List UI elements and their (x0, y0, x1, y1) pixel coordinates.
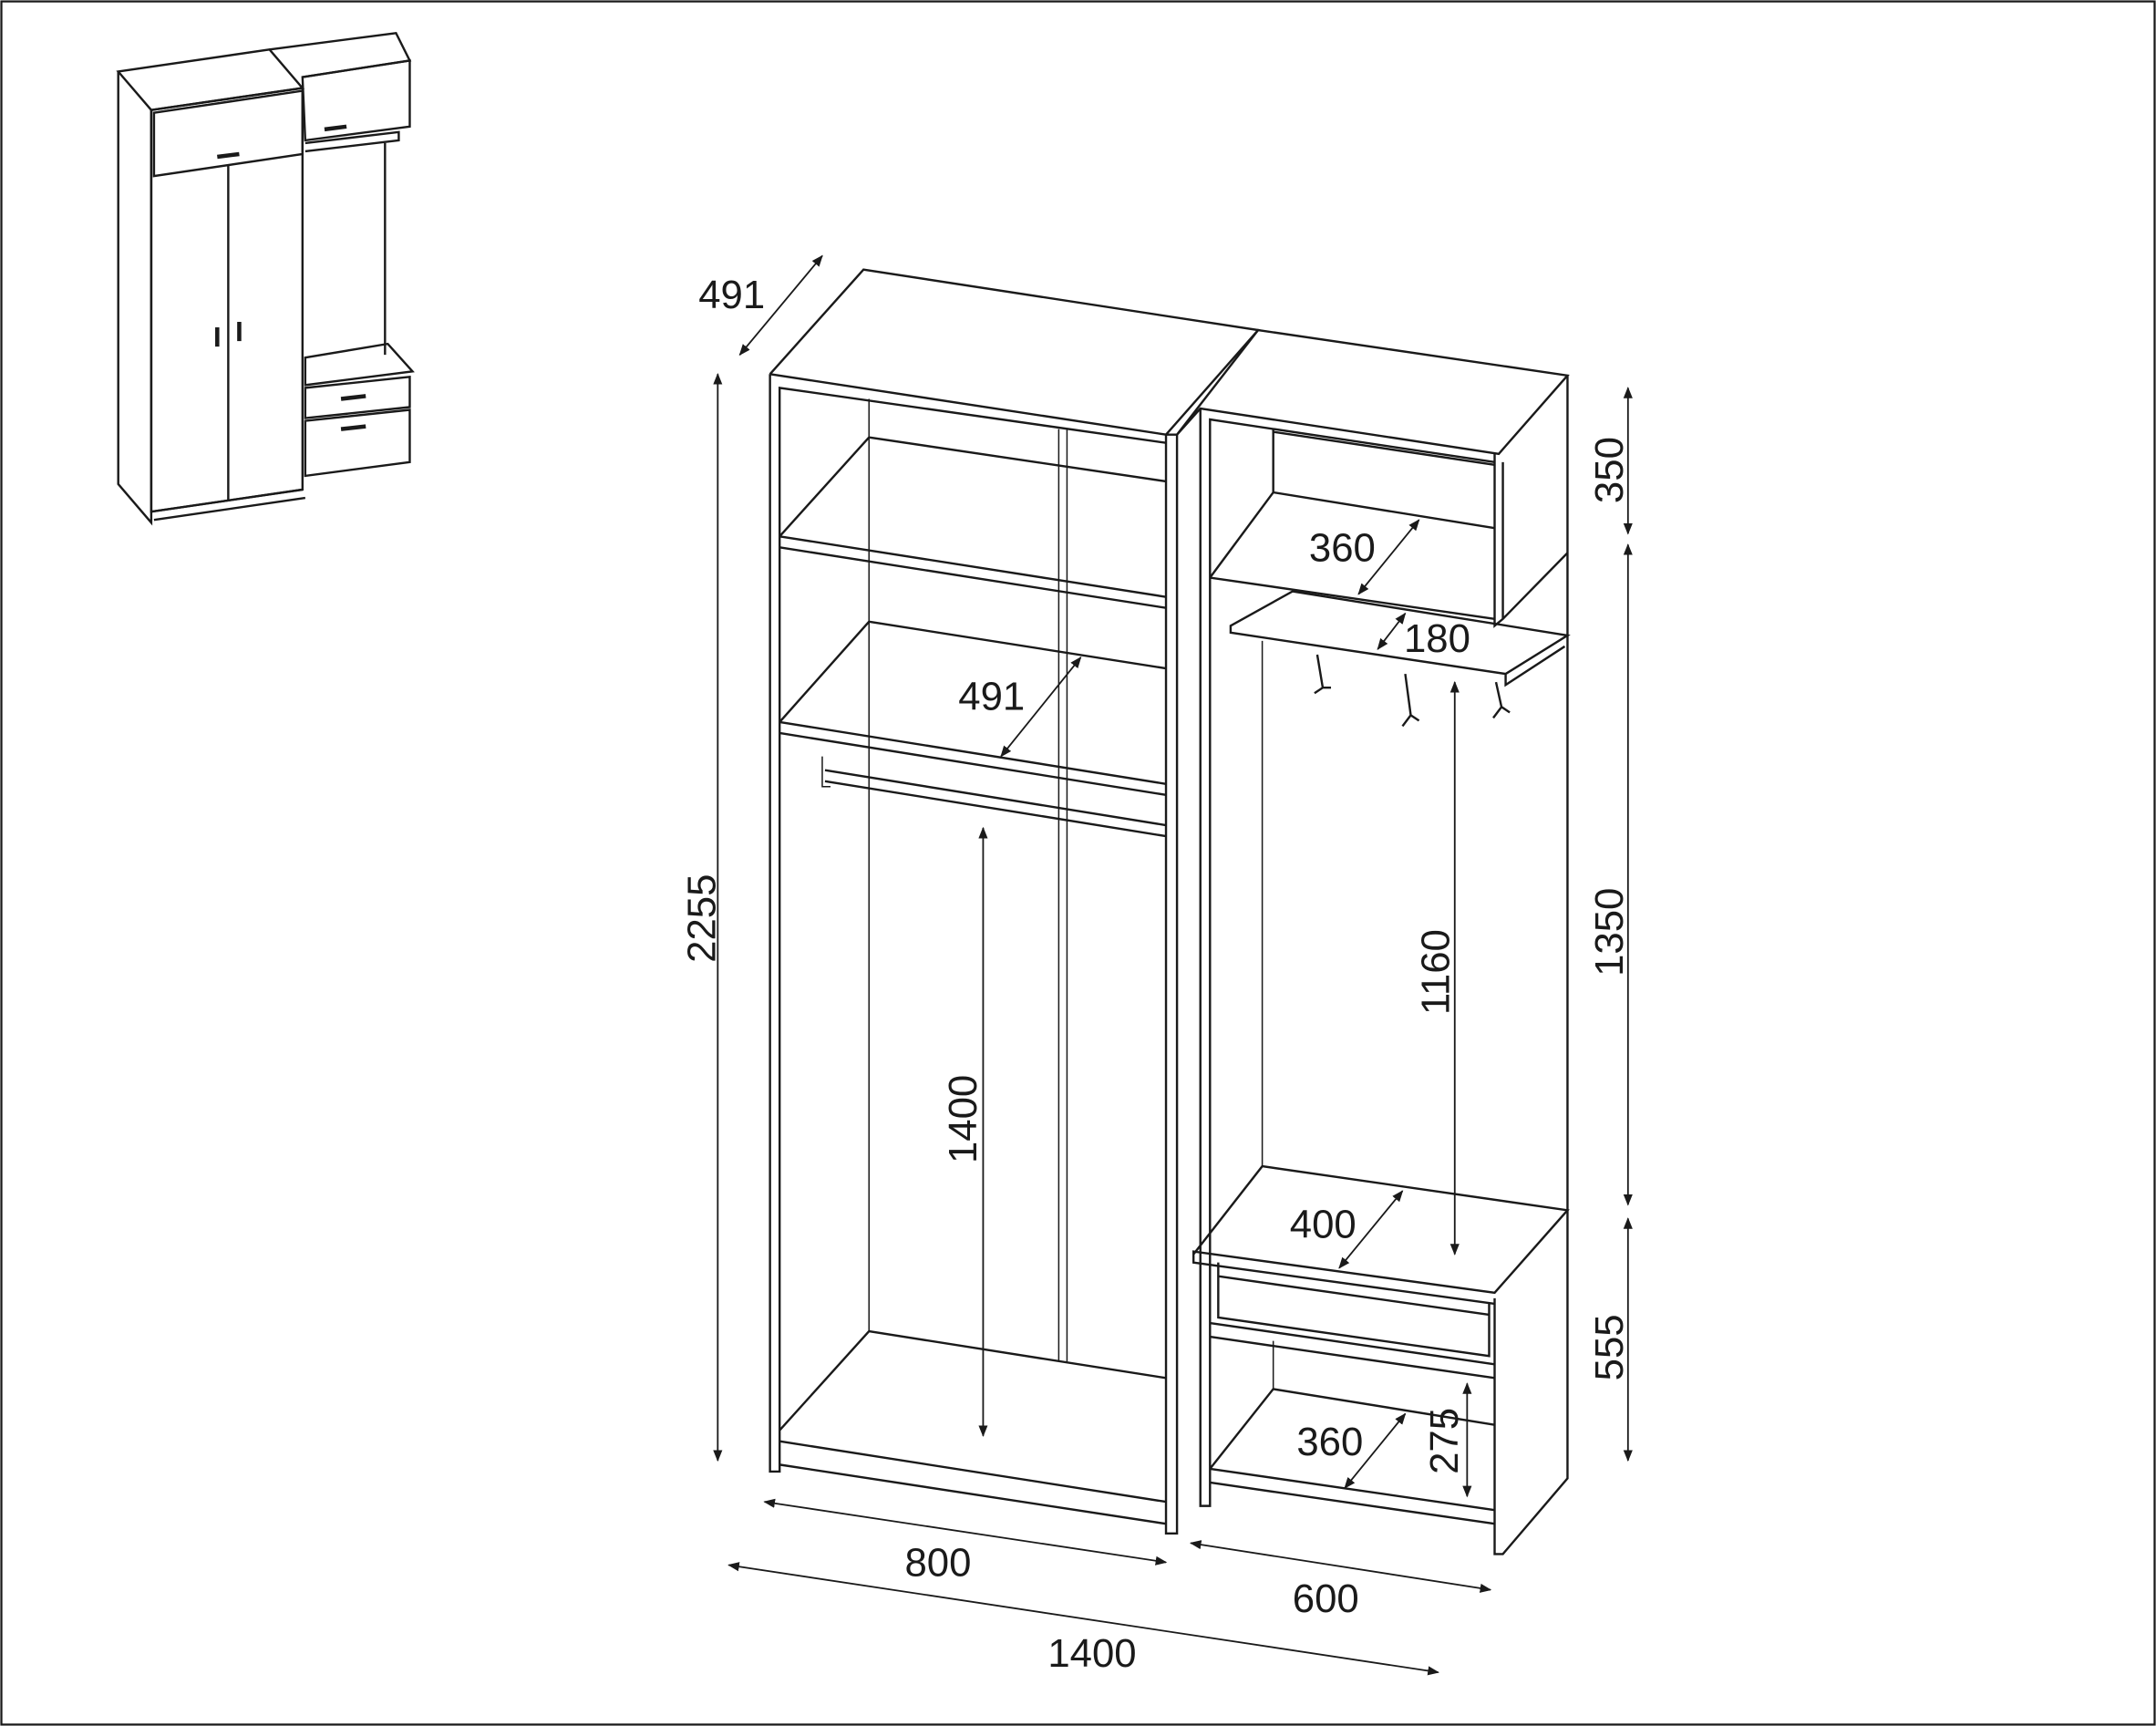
label-total-width: 1400 (1047, 1631, 1136, 1676)
label-middle-height: 1350 (1587, 888, 1632, 977)
wardrobe-right (1176, 328, 1571, 1555)
label-total-height: 2255 (679, 874, 724, 963)
label-top-box-height: 350 (1587, 437, 1632, 503)
label-lower-shelf-depth: 360 (1296, 1420, 1363, 1464)
label-upper-shelf-depth: 360 (1309, 525, 1376, 570)
label-lower-shelf-height: 275 (1422, 1408, 1467, 1474)
dimension-lines (713, 254, 1633, 1676)
label-hook-height: 1160 (1414, 929, 1459, 1015)
label-inner-depth: 491 (958, 674, 1025, 718)
label-right-width: 600 (1293, 1576, 1359, 1621)
coat-hook-icons (1314, 654, 1511, 728)
thumbnail-preview (116, 31, 415, 526)
wardrobe-left (769, 268, 1261, 1535)
label-bench-height: 555 (1587, 1314, 1632, 1380)
label-rod-height: 1400 (941, 1075, 985, 1163)
label-hat-shelf-depth: 180 (1404, 616, 1470, 661)
label-depth-top: 491 (698, 273, 765, 317)
label-left-width: 800 (904, 1541, 971, 1586)
dimension-labels: 491 2255 491 1400 800 1400 600 360 180 1… (679, 273, 1631, 1676)
label-bench-depth: 400 (1290, 1203, 1357, 1247)
